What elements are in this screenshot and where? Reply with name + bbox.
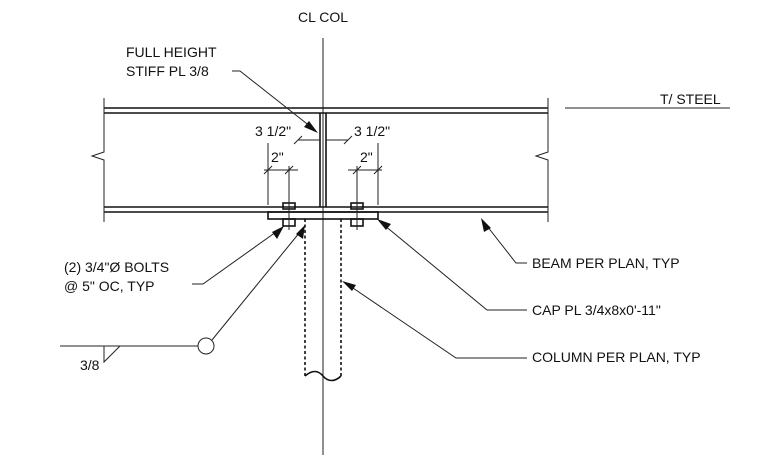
bolts-label-line1: (2) 3/4"Ø BOLTS: [64, 259, 169, 275]
beam-leader-arrow: [481, 218, 491, 232]
stiffener-plate: [319, 113, 327, 207]
column: [304, 219, 342, 382]
cap-plate-label: CAP PL 3/4x8x0'-11": [532, 302, 661, 318]
cap-plate-leader: [383, 224, 527, 311]
column-leader: [349, 285, 527, 359]
stiffener-label-line1: FULL HEIGHT: [126, 44, 217, 60]
stiffener-leader: [232, 70, 312, 128]
bolt-left: [282, 198, 296, 230]
dim-right-edge: 3 1/2": [354, 123, 390, 139]
bolts-leader: [192, 231, 277, 285]
dim-gage-lines: [263, 165, 383, 205]
cap-plate: [267, 211, 379, 220]
top-of-steel-label: T/ STEEL: [660, 91, 721, 107]
weld-all-around-symbol: [197, 337, 215, 355]
stiffener-label-line2: STIFF PL 3/8: [126, 63, 209, 79]
bolts-leader-arrow: [272, 226, 284, 239]
weld-leader-arrow: [296, 225, 305, 239]
column-leader-arrow: [342, 281, 356, 291]
dim-left-gage: 2": [271, 149, 284, 165]
dim-left-edge: 3 1/2": [255, 123, 291, 139]
dim-right-gage: 2": [360, 149, 373, 165]
stiffener-leader-arrow: [304, 121, 318, 133]
beam-leader: [486, 225, 527, 264]
cap-plate-leader-arrow: [377, 219, 391, 230]
column-label: COLUMN PER PLAN, TYP: [532, 349, 701, 365]
beam-break-left: [90, 98, 105, 222]
weld-fillet-symbol: [103, 345, 122, 364]
dim-edge-lines: [267, 135, 379, 205]
bolt-right: [350, 198, 364, 230]
weld-size-label: 3/8: [80, 357, 100, 373]
weld-leader: [211, 231, 301, 341]
centerline-label: CL COL: [298, 9, 348, 25]
beam-label: BEAM PER PLAN, TYP: [532, 255, 680, 271]
bolts-label-line2: @ 5" OC, TYP: [64, 278, 155, 294]
beam-break-right: [534, 98, 549, 222]
